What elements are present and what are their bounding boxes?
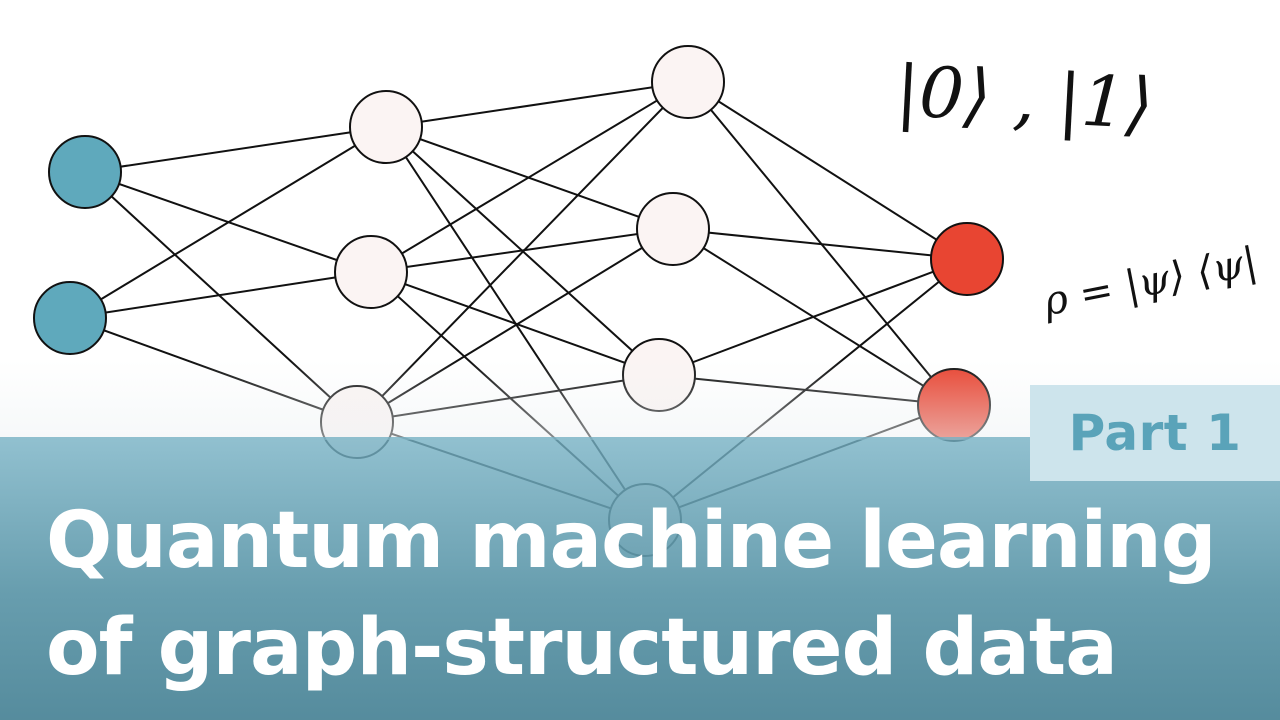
edge-input-1-to-hidden1-1 [84,126,387,173]
edge-hidden1-1-to-hidden2-1 [385,81,689,128]
edge-hidden1-2-to-hidden2-3 [370,271,660,376]
edge-input-2-to-hidden1-3 [69,317,358,423]
title-line-1: Quantum machine learning [46,496,1217,586]
output-node-1 [930,222,1004,296]
part-badge: Part 1 [1030,385,1280,481]
input-node-2 [33,281,107,355]
edge-hidden2-2-to-output-1 [672,228,968,260]
edge-hidden1-2-to-hidden2-2 [370,228,674,273]
hidden1-node-2 [334,235,408,309]
input-node-1 [48,135,122,209]
hidden2-node-3 [622,338,696,412]
part-badge-label: Part 1 [1068,404,1242,462]
video-title: Quantum machine learning of graph-struct… [46,488,1217,702]
hidden2-node-2 [636,192,710,266]
edge-input-2-to-hidden1-2 [69,271,372,319]
edge-hidden2-1-to-output-1 [687,81,968,260]
title-line-2: of graph-structured data [46,603,1118,693]
edge-hidden2-3-to-output-1 [658,258,968,376]
edge-hidden1-3-to-hidden2-3 [356,374,660,423]
edge-input-2-to-hidden1-1 [69,126,387,319]
ket-notation: |0⟩ , |1⟩ [893,50,1156,146]
hidden1-node-1 [349,90,423,164]
output-node-2 [917,368,991,442]
title-band [0,437,1280,720]
edge-hidden1-2-to-hidden2-1 [370,81,689,273]
hidden2-node-1 [651,45,725,119]
edge-input-1-to-hidden1-3 [84,171,358,423]
